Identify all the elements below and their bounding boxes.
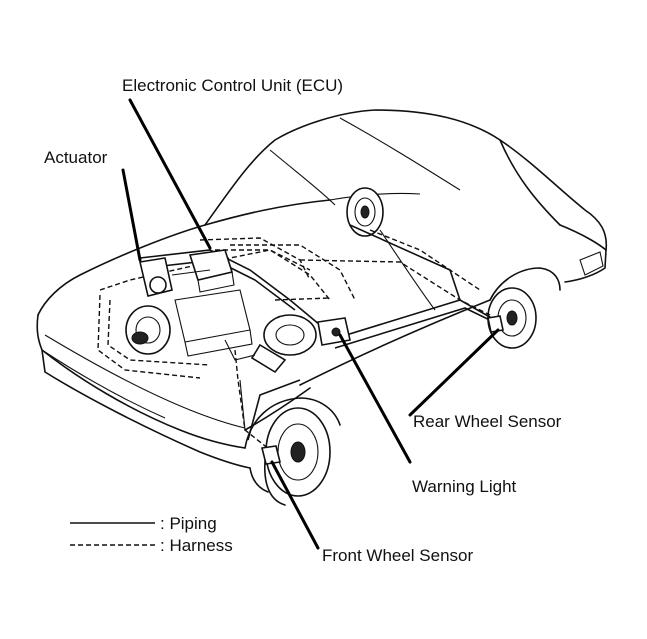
actuator-leader <box>121 168 142 262</box>
warning-light-leader <box>338 333 412 464</box>
rear-wheel-sensor-leader <box>408 328 500 417</box>
warning-light-unit <box>317 317 351 346</box>
label-ecu: Electronic Control Unit (ECU) <box>122 76 343 95</box>
ecu-leader <box>128 98 212 250</box>
legend-harness-label: : Harness <box>160 536 233 555</box>
front-left-wheel <box>125 305 171 355</box>
ecu-unit <box>188 249 235 293</box>
leader-lines <box>121 98 500 550</box>
label-warning-light: Warning Light <box>412 477 517 496</box>
engine-block <box>174 289 256 361</box>
front-wheel-sensor-leader <box>270 460 320 550</box>
label-actuator: Actuator <box>44 148 108 167</box>
front-wheel-sensor-unit <box>261 445 281 465</box>
label-front-wheel-sensor: Front Wheel Sensor <box>322 546 474 565</box>
legend-piping-label: : Piping <box>160 514 217 533</box>
car-body <box>36 109 608 493</box>
actuator-unit <box>139 257 211 297</box>
legend: : Piping : Harness <box>70 514 233 555</box>
rear-left-wheel <box>346 187 384 237</box>
label-rear-wheel-sensor: Rear Wheel Sensor <box>413 412 562 431</box>
rear-wheel-sensor-unit <box>487 315 504 333</box>
brake-booster <box>250 314 317 374</box>
